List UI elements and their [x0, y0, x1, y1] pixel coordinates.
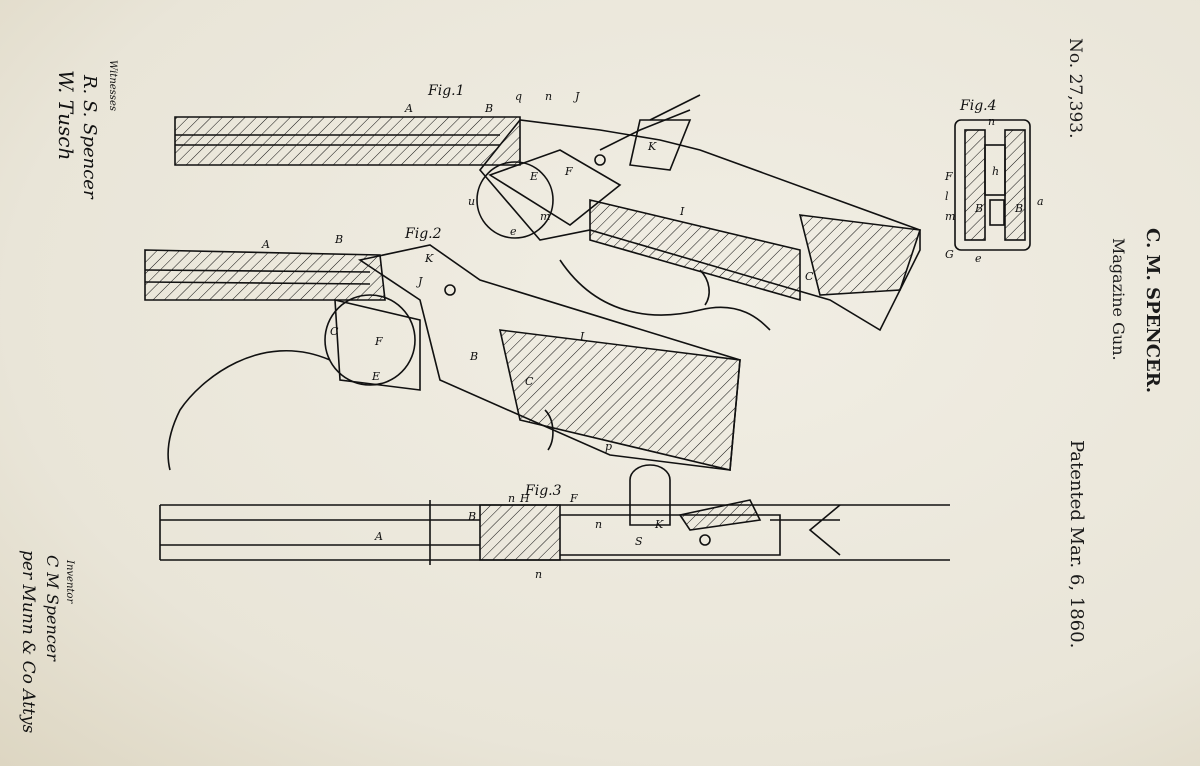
part-label: F	[569, 492, 578, 505]
part-label: e	[975, 252, 982, 265]
patent-title: Magazine Gun.	[1109, 238, 1128, 361]
part-label: F	[564, 165, 573, 178]
part-label: u	[468, 195, 475, 208]
part-label: A	[261, 238, 270, 251]
witness-signature-1: R. S. Spencer	[79, 75, 100, 199]
part-label: A	[404, 102, 413, 115]
witness-signature-2: W. Tusch	[54, 70, 78, 160]
part-label: K	[654, 518, 664, 531]
part-label: K	[647, 140, 657, 153]
part-label: e	[510, 225, 517, 238]
inventor-signature: C M Spencer	[43, 555, 62, 661]
part-label: B	[974, 202, 983, 215]
part-label: B	[467, 510, 476, 523]
part-label: n	[595, 518, 602, 531]
part-label: I	[679, 205, 685, 218]
figure-2-drawing	[145, 245, 740, 470]
part-label: B	[1014, 202, 1023, 215]
part-label: I	[579, 330, 585, 343]
part-label: m	[945, 210, 955, 223]
fig-4-label: Fig.4	[959, 98, 997, 114]
part-label: K	[424, 252, 434, 265]
part-label: l	[945, 190, 949, 203]
part-label: C	[525, 375, 534, 388]
part-label: A	[374, 530, 383, 543]
witnesses-label: Witnesses	[107, 60, 118, 111]
part-label: C	[805, 270, 814, 283]
part-label: E	[371, 370, 380, 383]
part-label: E	[529, 170, 538, 183]
part-label: J	[573, 90, 580, 103]
part-label: n	[545, 90, 552, 103]
part-label: h	[992, 165, 999, 178]
part-label: H	[519, 492, 530, 505]
part-label: q	[515, 90, 522, 103]
inventor-name: C. M. SPENCER.	[1142, 228, 1163, 393]
part-label: F	[374, 335, 383, 348]
part-label: B	[469, 350, 478, 363]
attorney-signature: per Munn & Co Attys	[18, 550, 38, 733]
part-label: B	[334, 233, 343, 246]
part-label: F	[944, 170, 953, 183]
part-label: m	[540, 210, 550, 223]
part-label: a	[1037, 195, 1044, 208]
fig-1-label: Fig.1	[427, 83, 465, 99]
fig-3-label: Fig.3	[524, 483, 562, 499]
inventor-label: Inventor	[64, 560, 75, 603]
part-label: n	[508, 492, 515, 505]
part-label: S	[635, 535, 643, 548]
part-label: n	[535, 568, 542, 581]
part-label: p	[605, 440, 612, 453]
part-label: G	[945, 248, 954, 261]
figure-4-drawing	[955, 120, 1030, 250]
part-label: C	[330, 325, 339, 338]
figure-3-drawing	[160, 465, 950, 565]
patent-number: No. 27,393.	[1065, 38, 1085, 139]
part-label: n	[988, 115, 995, 128]
fig-2-label: Fig.2	[404, 226, 442, 242]
part-label: J	[416, 275, 423, 288]
patent-date: Patented Mar. 6, 1860.	[1066, 440, 1087, 648]
part-label: B	[484, 102, 493, 115]
